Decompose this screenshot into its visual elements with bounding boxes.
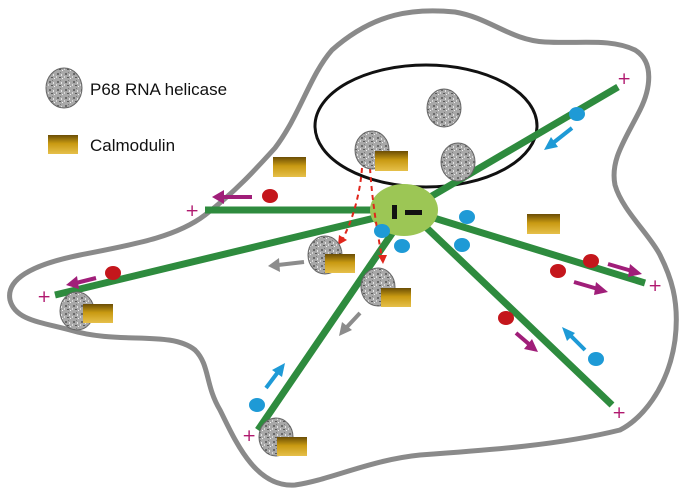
plus-end-marker: + (648, 276, 662, 296)
direction-arrow-icon (264, 363, 285, 390)
red-cargo-dot-icon (550, 264, 566, 278)
helicase-granules (59, 88, 476, 457)
cell-membrane (7, 8, 679, 488)
direction-arrow-icon (514, 331, 538, 352)
red-cargo-dot-icon (262, 189, 278, 203)
blue-cargo-dot-icon (569, 107, 585, 121)
helicase-granule-icon (440, 142, 476, 182)
dashed-arrowhead (338, 235, 347, 245)
blue-cargo (249, 107, 604, 412)
red-cargo-dot-icon (583, 254, 599, 268)
plus-end-marker: + (37, 287, 51, 307)
helicase-granule-icon (426, 88, 462, 128)
direction-arrow-icon (268, 258, 305, 272)
calmodulin-block-icon (83, 304, 113, 323)
direction-arrow-icon (544, 126, 574, 150)
microtubule-down-left (255, 208, 411, 432)
direction-arrow-icon (66, 276, 97, 289)
calmodulin-block-icon (375, 151, 408, 171)
calmodulin-block-icon (273, 157, 306, 177)
centrosome (370, 184, 438, 236)
microtubule-right (406, 206, 647, 287)
calmodulin-block-icon (325, 254, 355, 273)
direction-arrow-icon (573, 280, 608, 295)
red-cargo-dot-icon (498, 311, 514, 325)
calmodulin-blocks (83, 151, 560, 456)
calmodulin-block-icon (527, 214, 560, 234)
direction-arrow-icon (339, 311, 362, 336)
legend-calmodulin-label: Calmodulin (90, 136, 175, 155)
blue-cargo-dot-icon (459, 210, 475, 224)
blue-arrows (264, 126, 587, 390)
calmodulin-block-icon (277, 437, 307, 456)
plus-end-markers: + + + + + + (37, 69, 662, 446)
legend-helicase-icon (45, 67, 83, 109)
blue-cargo-dot-icon (394, 239, 410, 253)
microtubule-down-right (405, 207, 615, 408)
plus-end-marker: + (185, 201, 199, 221)
plus-end-marker: + (617, 69, 631, 89)
microtubule-upper-right (406, 83, 620, 214)
red-cargo-dot-icon (105, 266, 121, 280)
blue-cargo-dot-icon (374, 224, 390, 238)
red-cargo (105, 189, 599, 325)
direction-arrow-icon (562, 327, 587, 352)
legend: P68 RNA helicase Calmodulin (45, 67, 227, 155)
blue-cargo-dot-icon (588, 352, 604, 366)
blue-cargo-dot-icon (249, 398, 265, 412)
blue-cargo-dot-icon (454, 238, 470, 252)
plus-end-marker: + (612, 403, 626, 423)
plus-end-marker: + (242, 426, 256, 446)
direction-arrow-icon (212, 190, 252, 204)
transport-path-dashed (341, 167, 383, 259)
legend-helicase-label: P68 RNA helicase (90, 80, 227, 99)
magenta-arrows (66, 190, 642, 352)
calmodulin-block-icon (381, 288, 411, 307)
nucleus (313, 63, 539, 189)
legend-calmodulin-icon (48, 135, 78, 154)
direction-arrow-icon (607, 262, 642, 277)
dashed-arrowhead (378, 255, 387, 264)
grey-arrows (268, 258, 362, 336)
